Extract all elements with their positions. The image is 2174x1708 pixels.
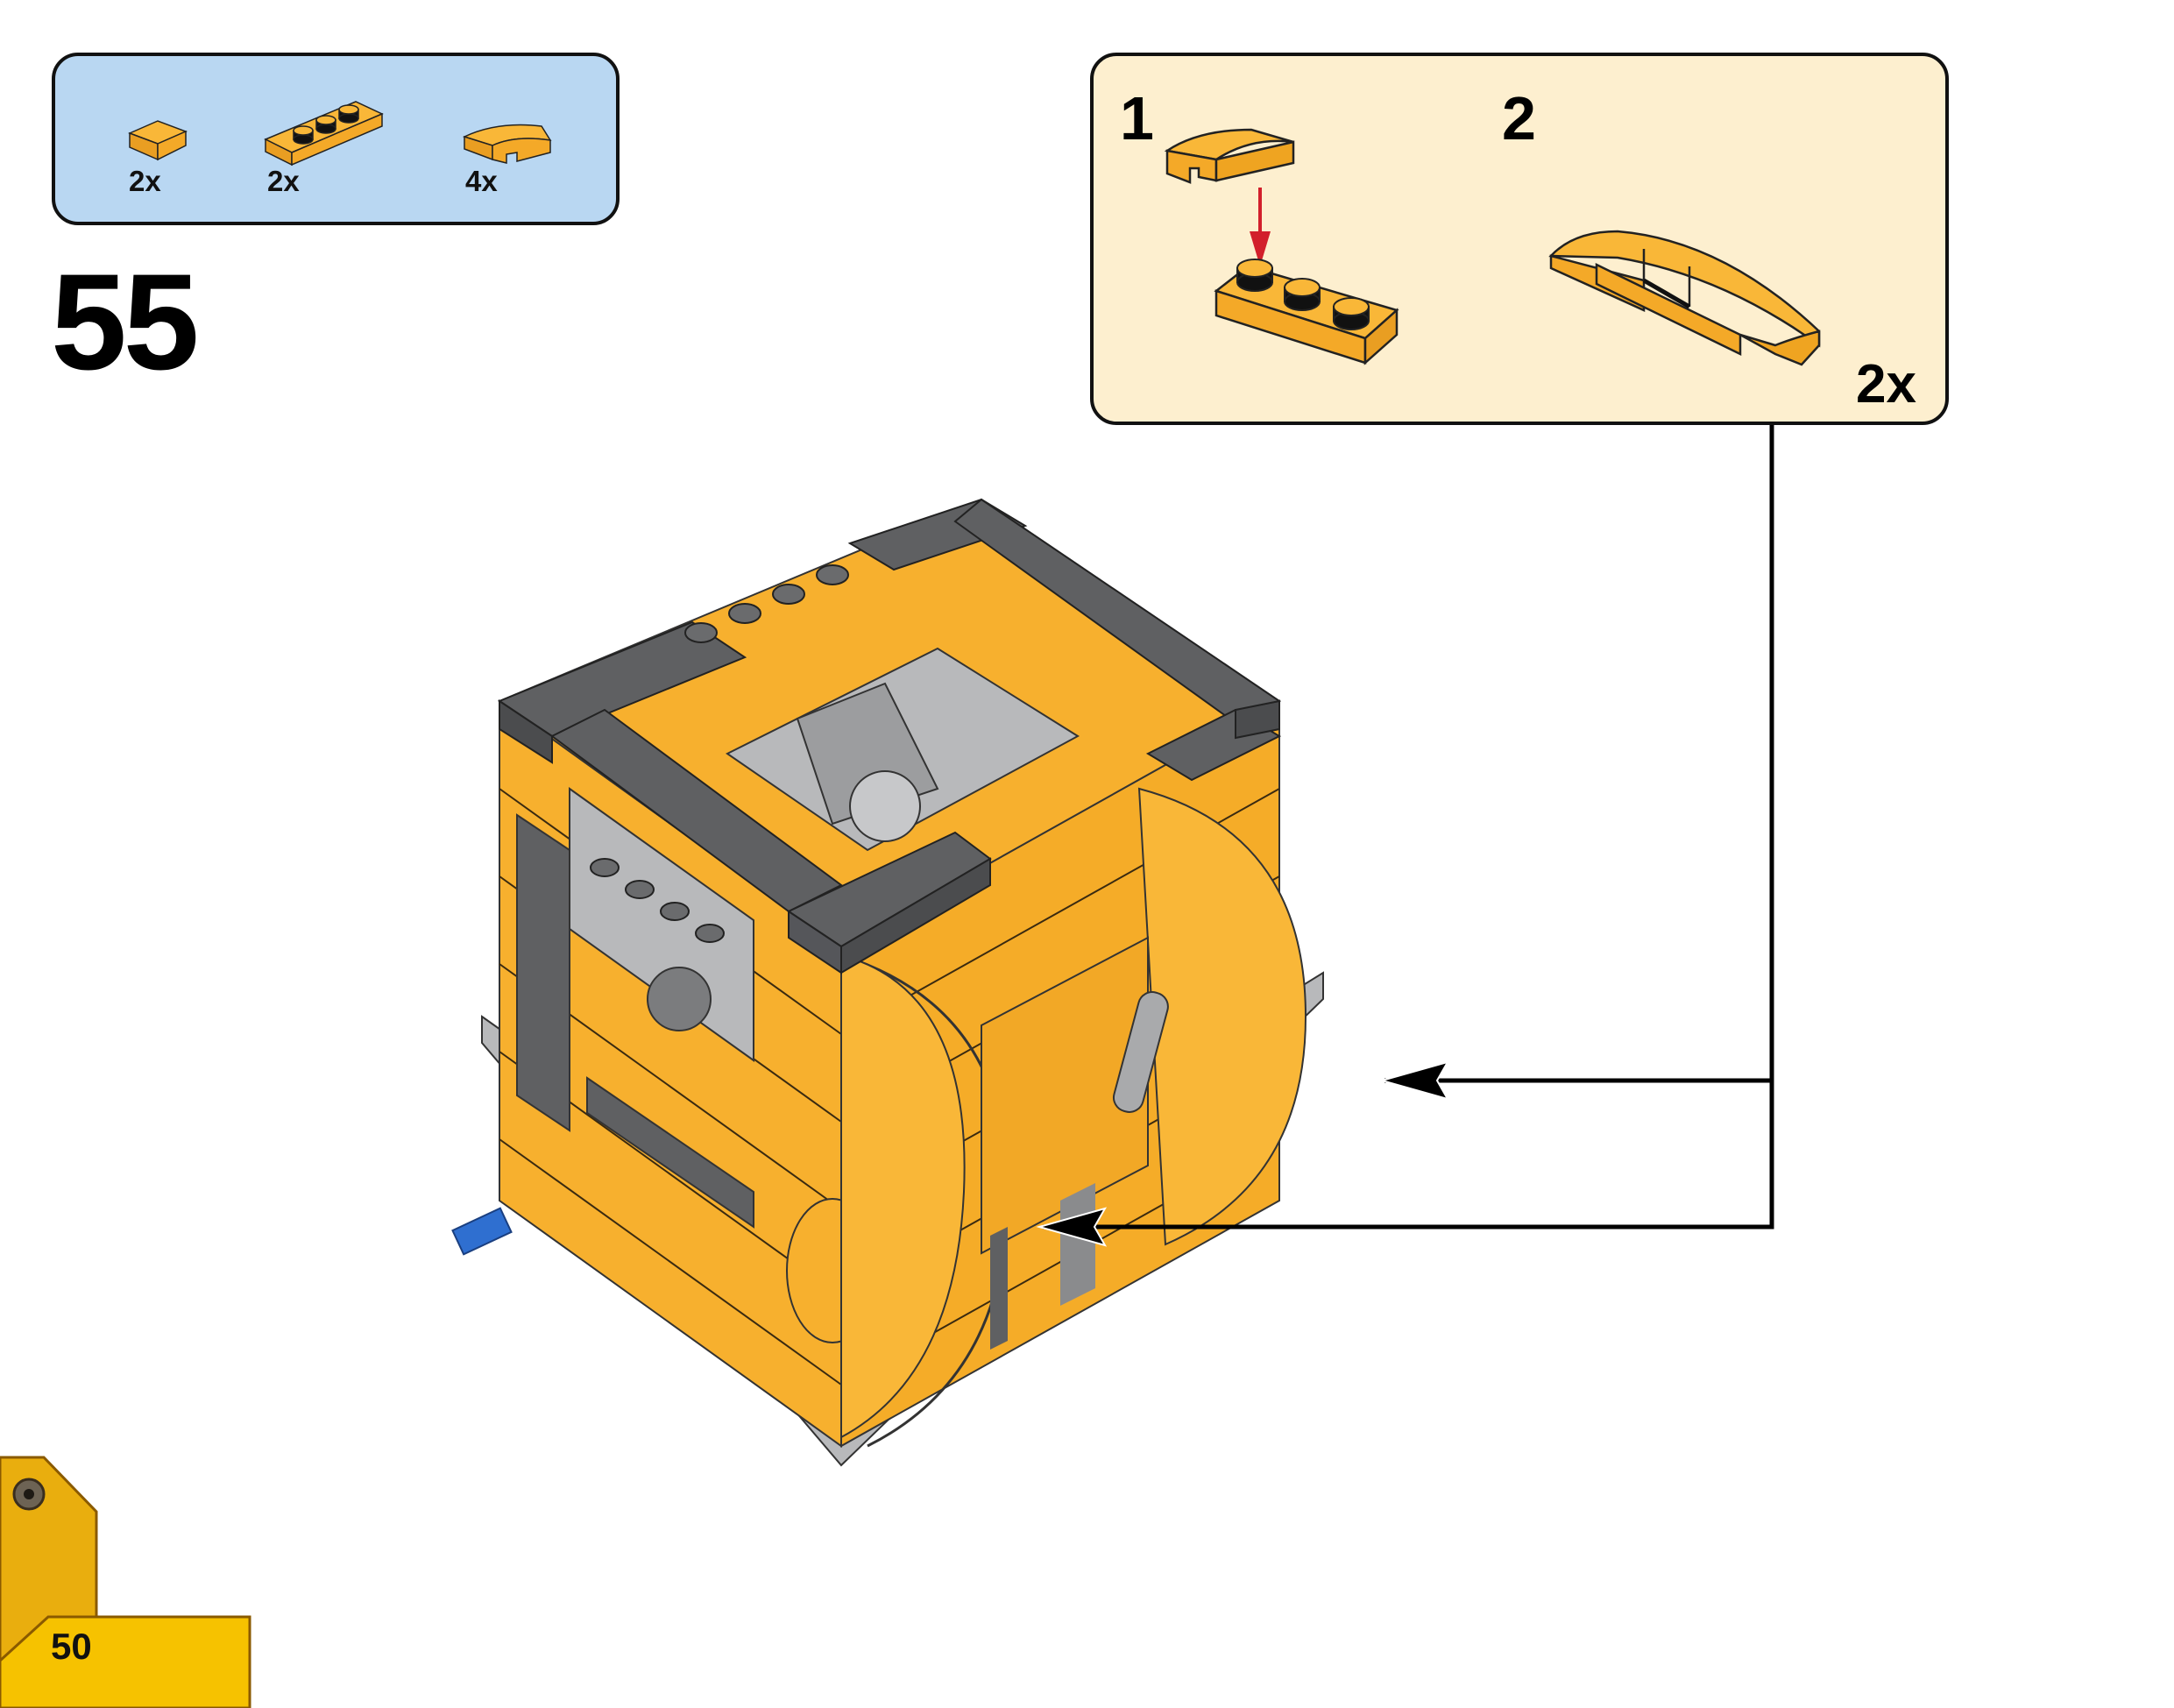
curved-slope-part-icon — [1164, 128, 1295, 184]
arrow-head-front-arch — [1036, 1207, 1108, 1247]
page-corner-tab — [0, 1456, 251, 1708]
page-number: 50 — [51, 1626, 92, 1667]
part-qty-plate: 2x — [267, 165, 300, 197]
tile-1x1-icon — [128, 120, 188, 161]
red-assembly-arrow-icon — [1250, 188, 1271, 266]
part-qty-tile: 2x — [129, 165, 161, 197]
model-assembly-image — [451, 498, 1324, 1467]
substep-1-number: 1 — [1120, 84, 1154, 152]
curved-sub-assembly-icon — [1548, 230, 1821, 366]
substep-2-number: 2 — [1502, 84, 1536, 152]
curved-slope-icon — [462, 124, 552, 164]
plate-1x3-part-icon — [1214, 259, 1399, 365]
step-number: 55 — [51, 246, 200, 399]
arrow-head-right-arch — [1378, 1060, 1450, 1101]
part-qty-curved-slope: 4x — [465, 165, 498, 197]
blue-pin — [451, 1207, 513, 1256]
plate-1x3-icon — [264, 101, 384, 167]
parts-list-box: 2x 2x 4x — [52, 53, 620, 225]
callout-box: 1 2 2x — [1090, 53, 1949, 425]
callout-multiplier: 2x — [1856, 354, 1916, 415]
